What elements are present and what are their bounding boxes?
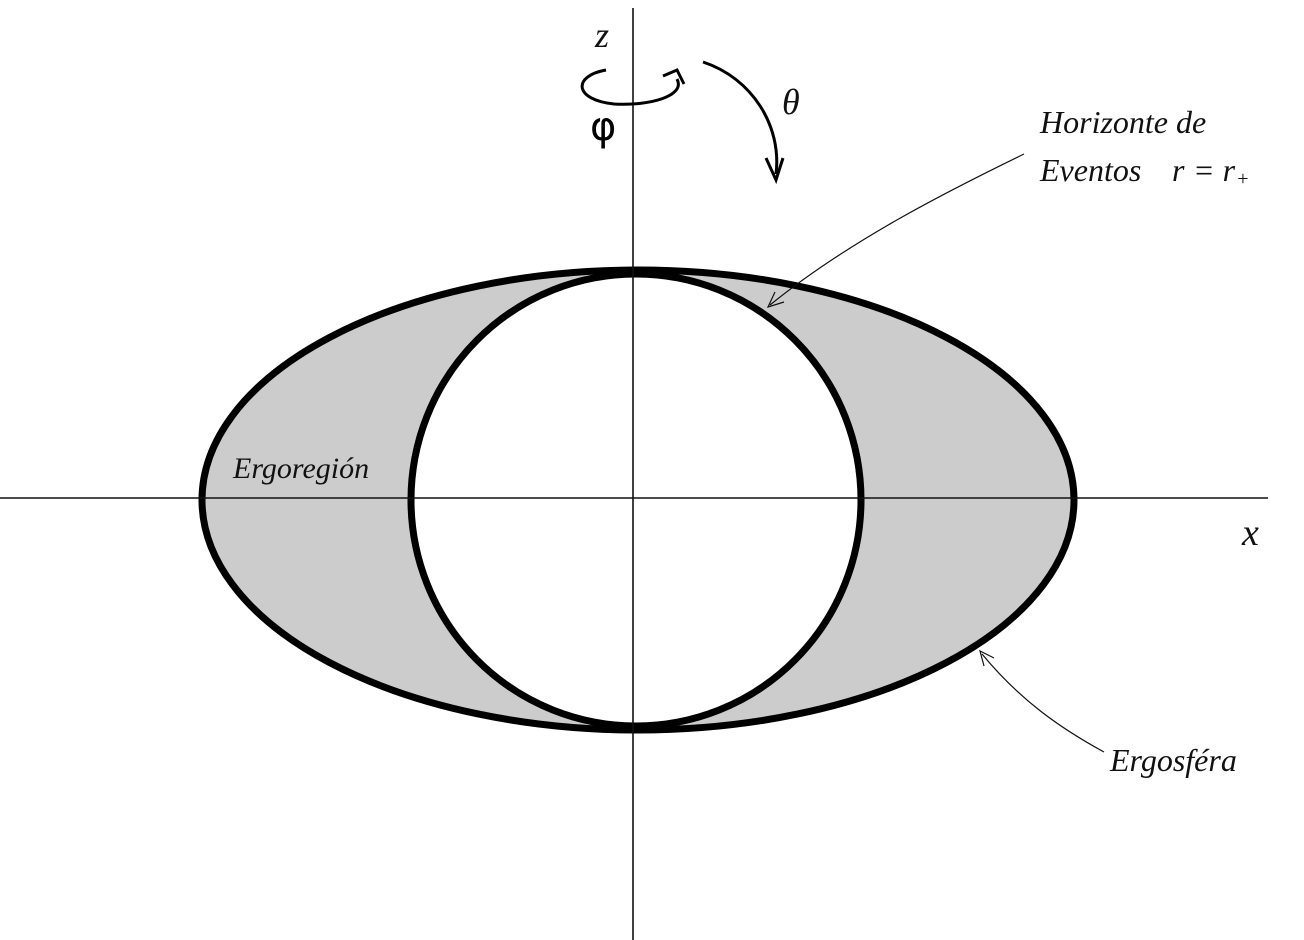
ergosphere-label: Ergosféra (1109, 742, 1237, 778)
x-axis-label: x (1241, 512, 1259, 554)
horizon-pointer-arrowhead (766, 291, 785, 308)
ergoregion-label: Ergoregión (232, 452, 369, 485)
event-horizon-ellipse (407, 270, 865, 730)
horizon-pointer-line (769, 153, 1025, 306)
horizon-label-line2: Eventos (1039, 152, 1141, 188)
horizon-equation-subscript: + (1236, 168, 1250, 190)
horizon-label-line1: Horizonte de (1039, 104, 1206, 140)
curved-arrow-icon (702, 60, 785, 185)
horizon-equation-rplus: = r (1193, 152, 1236, 188)
horizon-equation-r: r (1172, 152, 1185, 188)
z-axis-label: z (594, 15, 609, 55)
ergosphere-pointer-line (981, 653, 1105, 753)
ergosphere-pointer-arrowhead (979, 649, 995, 667)
rotation-arrow-icon (580, 68, 686, 106)
phi-label: φ (590, 104, 616, 150)
theta-label: θ (782, 82, 800, 122)
